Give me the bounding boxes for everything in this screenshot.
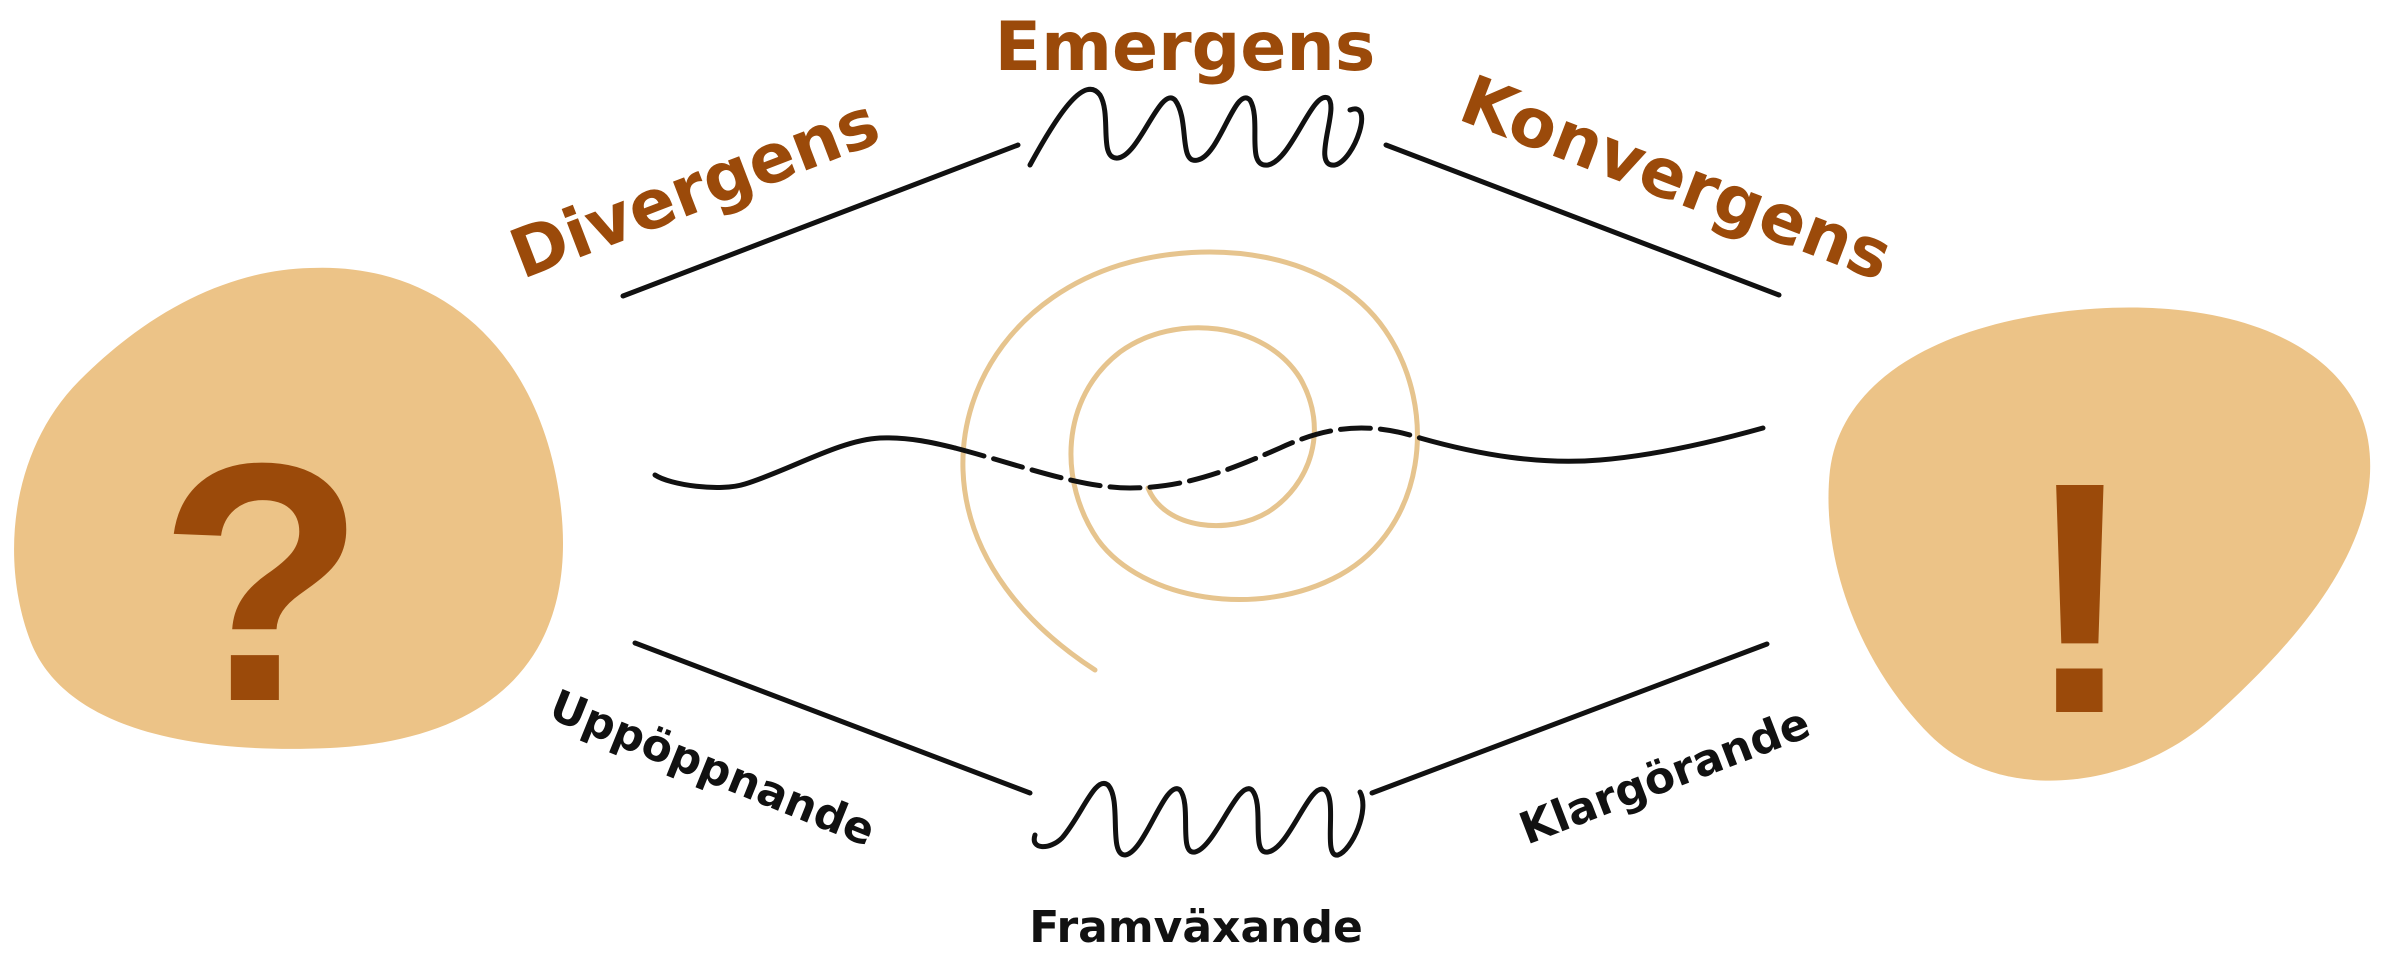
emergence-spiral (960, 249, 1420, 673)
top-left-line (620, 142, 1021, 299)
uppoppnande-label: Uppöppnande (543, 680, 883, 857)
exclamation-mark-symbol: ! (2025, 413, 2135, 782)
emergens-label: Emergens (995, 8, 1376, 87)
exclamation-blob (1828, 307, 2371, 781)
question-mark-symbol: ? (158, 393, 366, 773)
wave-solid-left (652, 435, 958, 490)
top-right-line (1383, 142, 1782, 298)
top-squiggle (1027, 86, 1365, 168)
question-blob (14, 267, 564, 749)
wave-solid-right (1417, 425, 1766, 464)
konvergens-label: Konvergens (1450, 61, 1902, 298)
bottom-left-line (632, 640, 1033, 796)
wave-dashed-middle (952, 425, 1423, 491)
bottom-right-line (1369, 641, 1770, 796)
bottom-squiggle (1031, 781, 1366, 858)
divergens-label: Divergens (500, 83, 890, 296)
framvaxande-label: Framväxande (1029, 902, 1363, 953)
